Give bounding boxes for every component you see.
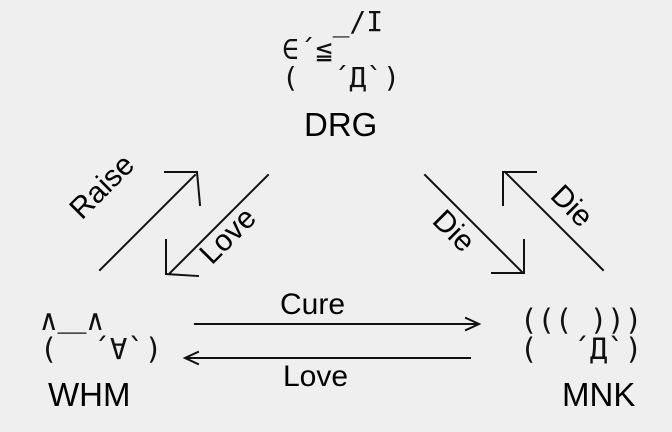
- arrow-whm-to-drg-head: [164, 171, 202, 207]
- arrow-drg-to-whm-head: [165, 239, 200, 278]
- edge-label-love-bottom: Love: [283, 360, 349, 393]
- arrow-mnk-to-drg-shaft: [503, 170, 605, 272]
- edge-label-cure: Cure: [280, 288, 346, 321]
- arrow-whm-to-mnk-head: [464, 316, 482, 332]
- arrow-drg-to-whm-shaft: [168, 173, 270, 275]
- arrow-mnk-to-whm-head: [182, 350, 200, 366]
- arrow-drg-to-mnk-shaft: [423, 173, 525, 275]
- arrow-mnk-to-drg-head: [502, 171, 537, 206]
- mnk-ascii-art: ((( ))) ( ´Д`): [520, 303, 643, 366]
- arrow-whm-to-drg-shaft: [98, 173, 197, 272]
- arrow-drg-to-mnk-head: [491, 239, 525, 274]
- drg-label: DRG: [304, 106, 378, 143]
- whm-ascii-art: ∧＿∧ ( ´∀`): [40, 303, 163, 366]
- mnk-label: MNK: [562, 376, 636, 413]
- whm-label: WHM: [48, 376, 131, 413]
- drg-ascii-art: _/I ∈´≦ ( ´Д`): [282, 5, 401, 94]
